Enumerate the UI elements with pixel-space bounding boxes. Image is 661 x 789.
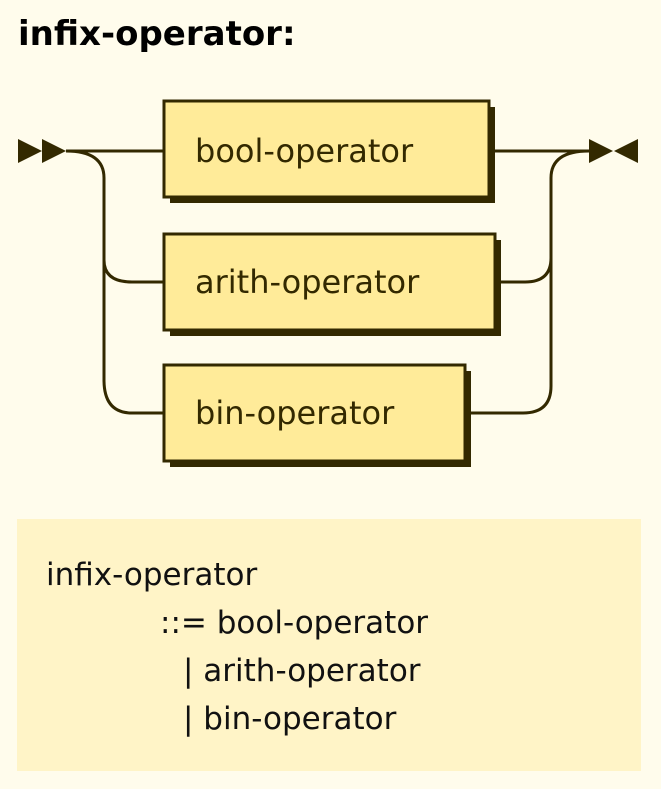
alt-arith-operator-label: arith-operator	[195, 263, 420, 301]
railroad-diagram: bool-operator arith-operator bin-operato…	[18, 99, 638, 467]
ebnf-definition: infix-operator ::= bool-operator | arith…	[17, 519, 641, 771]
alt-bool-operator-label: bool-operator	[195, 132, 414, 170]
ebnf-third-alternative: | bin-operator	[183, 701, 397, 737]
start-marker-icon	[18, 139, 66, 163]
rule-title: infix-operator:	[18, 14, 296, 54]
alt-arith-operator[interactable]: arith-operator	[162, 232, 497, 332]
railroad-tracks	[65, 149, 590, 415]
ebnf-first-alternative: ::= bool-operator	[160, 605, 429, 641]
alt-bin-operator[interactable]: bin-operator	[162, 363, 467, 463]
alt-bin-operator-label: bin-operator	[195, 394, 395, 432]
ebnf-rule-name: infix-operator	[46, 557, 258, 593]
ebnf-second-alternative: | arith-operator	[183, 653, 421, 689]
end-marker-icon	[589, 139, 638, 163]
alt-bool-operator[interactable]: bool-operator	[162, 99, 491, 199]
